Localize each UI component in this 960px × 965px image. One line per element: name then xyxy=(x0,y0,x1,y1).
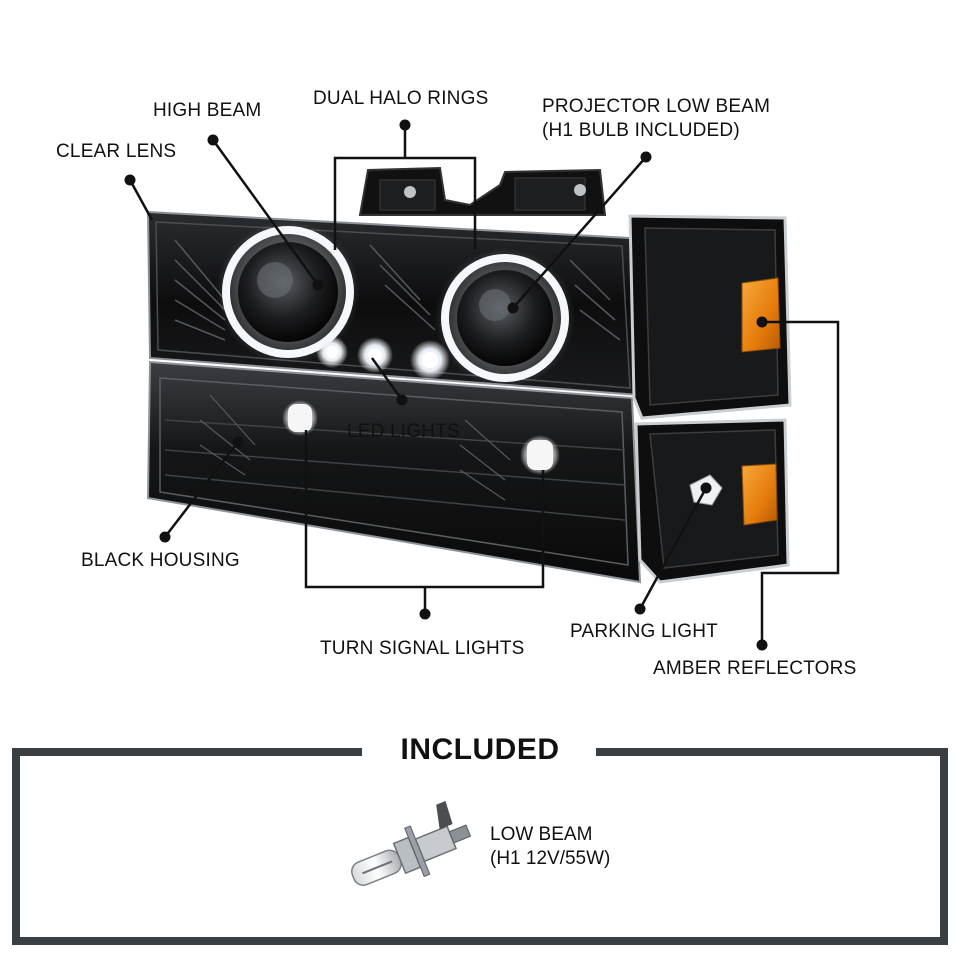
label-projector-low-beam-line1: PROJECTOR LOW BEAM xyxy=(542,96,771,117)
label-clear-lens: CLEAR LENS xyxy=(56,141,177,162)
included-title: INCLUDED xyxy=(400,733,560,766)
h1-bulb-icon xyxy=(351,800,472,886)
leader-clear-lens xyxy=(128,179,154,221)
leader-lines xyxy=(128,125,840,645)
bulb-caption-line1: LOW BEAM xyxy=(490,824,593,845)
included-frame xyxy=(12,748,948,945)
label-led-lights: LED LIGHTS xyxy=(347,421,460,442)
label-black-housing: BLACK HOUSING xyxy=(81,550,240,571)
label-turn-signal-lights: TURN SIGNAL LIGHTS xyxy=(320,638,525,659)
corner-light-upper xyxy=(628,214,792,420)
low-beam-projector xyxy=(435,248,575,388)
leader-amber xyxy=(760,320,840,645)
leader-high-beam xyxy=(211,139,320,286)
bulb-caption-line2: (H1 12V/55W) xyxy=(490,848,611,869)
led-lights xyxy=(316,336,450,380)
mounting-bracket xyxy=(358,166,607,216)
label-parking-light: PARKING LIGHT xyxy=(570,621,718,642)
leader-dots xyxy=(124,119,768,651)
label-projector-low-beam-line2: (H1 BULB INCLUDED) xyxy=(542,120,740,141)
bulb-caption: LOW BEAM (H1 12V/55W) xyxy=(490,823,610,871)
leader-led xyxy=(370,357,404,401)
leader-black-housing xyxy=(164,441,239,538)
label-amber-reflectors: AMBER REFLECTORS xyxy=(653,658,857,679)
label-projector-low-beam: PROJECTOR LOW BEAM (H1 BULB INCLUDED) xyxy=(542,95,770,143)
high-beam-projector xyxy=(216,220,360,364)
leader-projector-low xyxy=(512,156,647,309)
leader-parking xyxy=(638,487,708,610)
turn-signal-housing xyxy=(146,360,642,584)
label-high-beam: HIGH BEAM xyxy=(153,100,262,121)
label-dual-halo-rings: DUAL HALO RINGS xyxy=(313,88,489,109)
corner-light-lower xyxy=(634,418,790,584)
